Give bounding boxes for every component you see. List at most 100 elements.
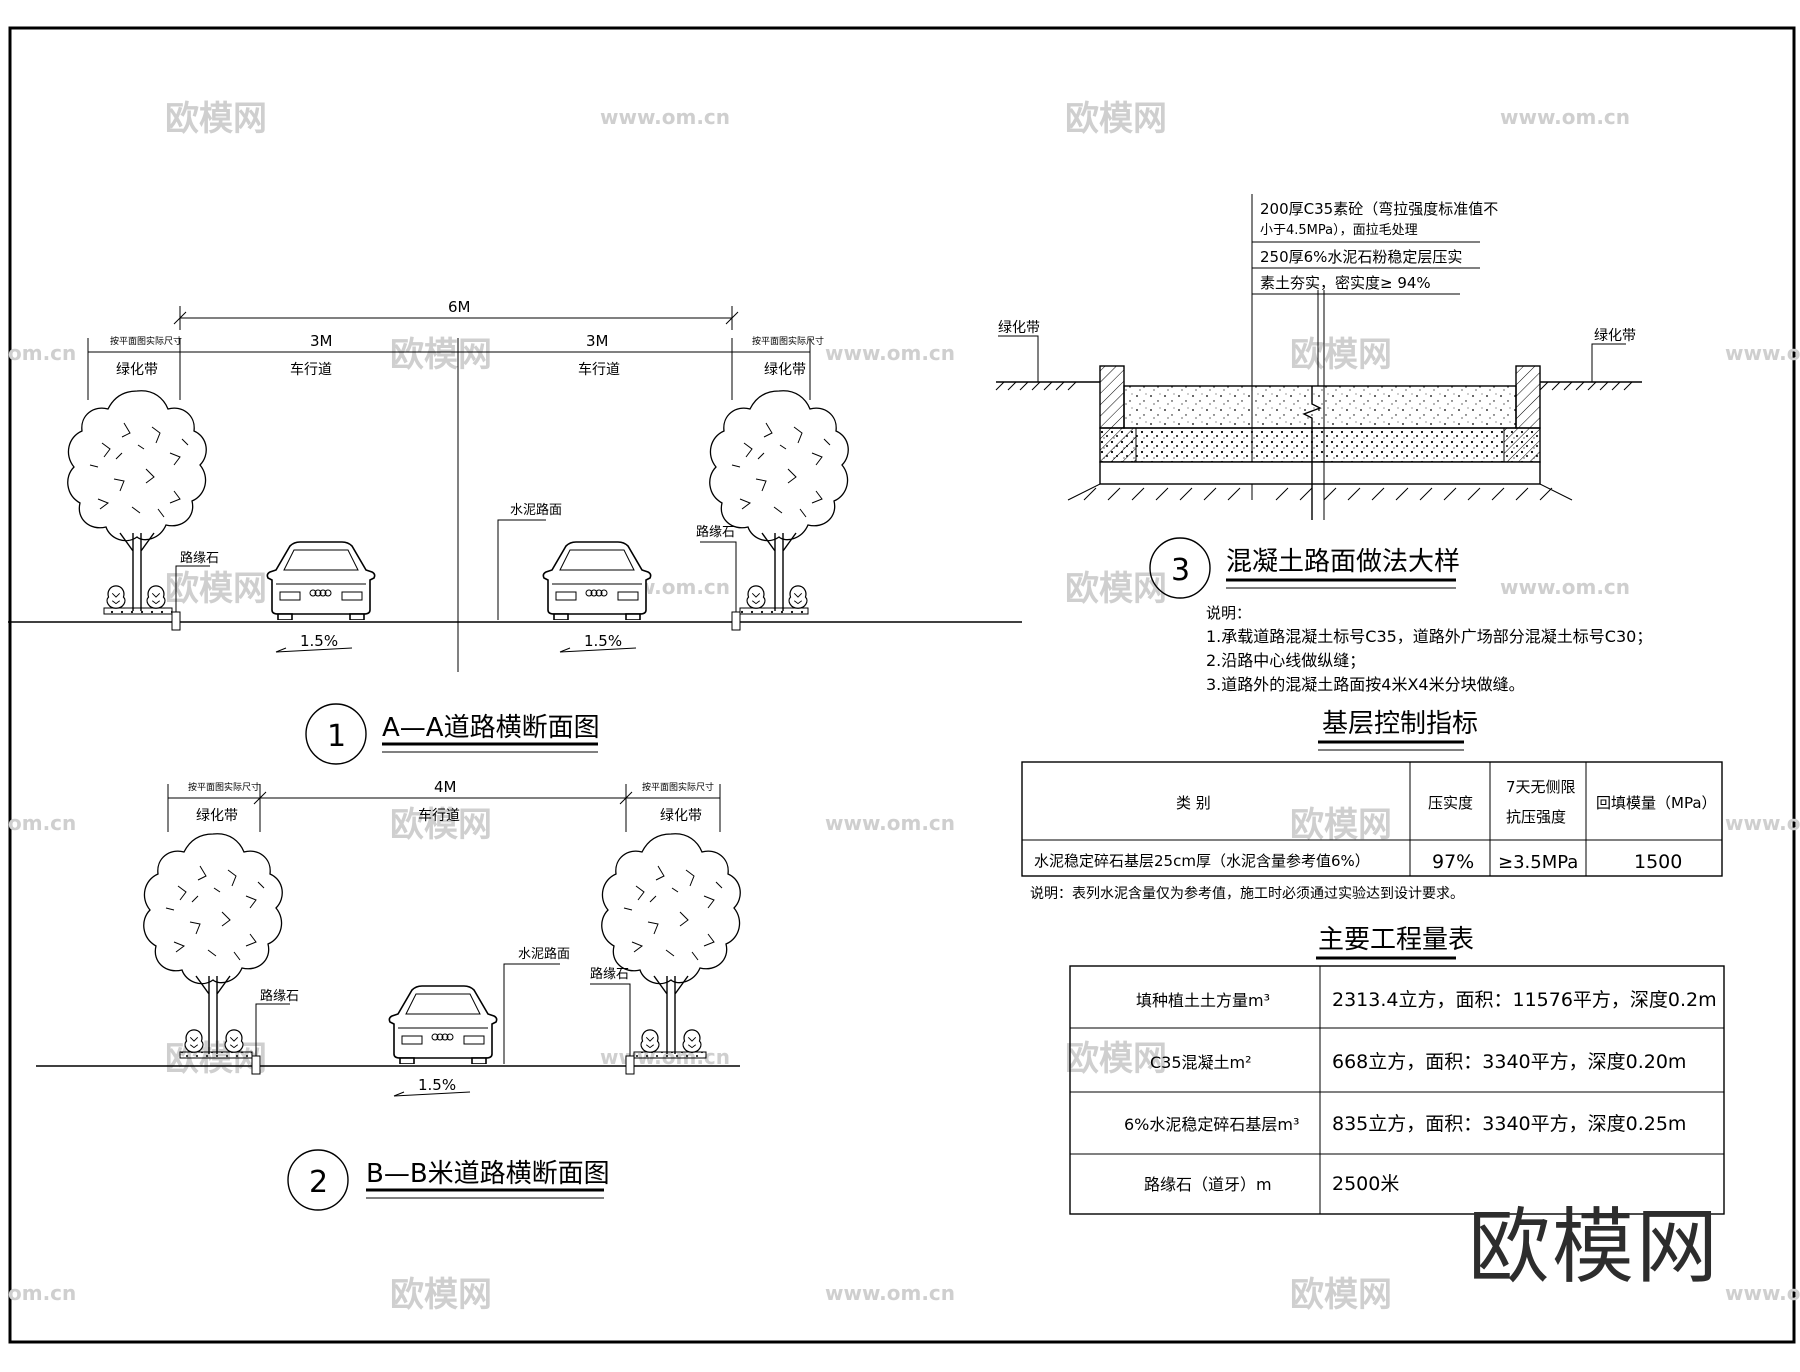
s3-concrete-layer [1123, 385, 1517, 429]
s2-curb-label-left: 路缘石 [260, 988, 299, 1004]
watermark-url: www.om.cn [1500, 105, 1630, 129]
s2-pavement-label: 水泥路面 [518, 946, 570, 962]
watermark-brand: 欧模网 [390, 805, 492, 845]
note-item-2: 2.沿路中心线做纵缝； [1206, 651, 1365, 670]
base-table-cell-modulus: 1500 [1634, 851, 1682, 873]
s1-measure-note-right: 按平面图实际尺寸 [752, 335, 824, 347]
s1-lane-width-left: 3M [310, 332, 333, 350]
note-item-3: 3.道路外的混凝土路面按4米X4米分块做缝。 [1206, 675, 1525, 694]
base-table-header-modulus: 回填模量（MPa） [1596, 794, 1717, 812]
s3-layer-1a: 200厚C35素砼（弯拉强度标准值不 [1260, 200, 1498, 218]
watermark-url: www.om.cn [600, 105, 730, 129]
s3-curb-right [1515, 365, 1541, 429]
s2-lane-label: 车行道 [418, 807, 460, 824]
s2-shrub-right-1 [640, 1029, 660, 1053]
s2-number-circle [287, 1149, 349, 1211]
base-table-cell-strength: ≥3.5MPa [1498, 852, 1578, 873]
watermark-url: www.om.cn [1725, 811, 1800, 835]
s3-curb-left [1099, 365, 1125, 429]
quantity-value-3: 835立方，面积：3340平方，深度0.25m [1332, 1113, 1686, 1135]
section-1-cross-section: 6M 3M 3M 按平面图实际尺寸 按平面图实际尺寸 绿化带 绿化带 车行道 车… [8, 298, 1022, 765]
watermark-url: www.om.cn [1500, 575, 1630, 599]
s2-total-width: 4M [434, 778, 457, 796]
watermark-tld: om.cn [8, 341, 76, 365]
s1-shrub-right-2 [788, 585, 808, 609]
s2-measure-note-left: 按平面图实际尺寸 [188, 781, 260, 793]
base-control-table: 基层控制指标 类 别 压实度 7天无侧限 抗压强度 回填模量（MPa） 水泥稳定… [1021, 709, 1723, 902]
s3-layer-1b: 小于4.5MPa），面拉毛处理 [1260, 223, 1418, 238]
watermark-brand: 欧模网 [1065, 99, 1167, 139]
watermark-url: www.om.cn [825, 811, 955, 835]
s2-shrub-left-2 [224, 1029, 244, 1053]
s1-shrub-left-1 [106, 585, 126, 609]
s2-tree-left [143, 833, 283, 1055]
watermark-layer: 欧模网 www.om.cn 欧模网 www.om.cn om.cn 欧模网 ww… [8, 99, 1800, 1315]
s1-tree-right [709, 390, 849, 612]
watermark-logo: 欧模网 [1468, 1200, 1721, 1295]
notes-heading: 说明： [1206, 604, 1251, 622]
quantity-item-2: C35混凝土m² [1150, 1053, 1252, 1072]
s2-green-belt-right: 绿化带 [660, 808, 702, 824]
s3-green-right: 绿化带 [1594, 328, 1636, 344]
quantity-value-1: 2313.4立方，面积：11576平方，深度0.2m [1332, 989, 1717, 1011]
quantity-item-1: 填种植土土方量m³ [1136, 991, 1270, 1010]
watermark-brand: 欧模网 [1065, 569, 1167, 609]
s1-title: A—A道路横断面图 [382, 713, 600, 743]
watermark-url: www.om.cn [1725, 341, 1800, 365]
s3-number-circle [1149, 537, 1211, 599]
s2-tree-right [601, 833, 741, 1055]
s2-shrub-left-1 [184, 1029, 204, 1053]
quantity-item-3: 6%水泥稳定碎石基层m³ [1124, 1115, 1299, 1134]
s3-number: 3 [1171, 553, 1190, 588]
s2-shrub-right-2 [682, 1029, 702, 1053]
s3-base-layer [1099, 427, 1541, 463]
sheet-border [8, 26, 1796, 1344]
watermark-brand: 欧模网 [1290, 805, 1392, 845]
watermark-brand: 欧模网 [165, 99, 267, 139]
s2-car [388, 985, 498, 1064]
s3-title: 混凝土路面做法大样 [1226, 547, 1460, 577]
watermark-brand: 欧模网 [1290, 1275, 1392, 1315]
s1-pavement-label: 水泥路面 [510, 502, 562, 518]
watermark-tld: om.cn [8, 1281, 76, 1305]
s1-car-right [542, 541, 652, 620]
s1-number-circle [305, 703, 367, 765]
s2-title: B—B米道路横断面图 [366, 1159, 610, 1189]
s3-subgrade-layer [1099, 461, 1541, 485]
s1-number: 1 [327, 719, 346, 754]
quantity-table-title: 主要工程量表 [1318, 925, 1474, 955]
s2-green-belt-left: 绿化带 [196, 808, 238, 824]
watermark-url: www.om.cn [825, 1281, 955, 1305]
section-3-pavement-detail: 200厚C35素砼（弯拉强度标准值不 小于4.5MPa），面拉毛处理 250厚6… [995, 194, 1642, 599]
s1-slope-left: 1.5% [300, 632, 338, 650]
watermark-brand: 欧模网 [390, 335, 492, 375]
s3-green-left: 绿化带 [998, 320, 1040, 336]
s1-curb-label-left: 路缘石 [180, 550, 219, 566]
watermark-brand: 欧模网 [1290, 335, 1392, 375]
s1-green-belt-left: 绿化带 [116, 362, 158, 378]
base-table-cell-compaction: 97% [1432, 851, 1474, 873]
quantity-item-4: 路缘石（道牙）m [1144, 1175, 1272, 1194]
s3-layer-2: 250厚6%水泥石粉稳定层压实 [1260, 248, 1462, 266]
watermark-brand: 欧模网 [165, 569, 267, 609]
s3-layer-3: 素土夯实，密实度≥ 94% [1260, 274, 1431, 292]
quantity-value-4: 2500米 [1332, 1173, 1399, 1195]
base-table-header-strength-1: 7天无侧限 [1506, 778, 1576, 796]
watermark-brand: 欧模网 [1065, 1039, 1167, 1079]
watermark-tld: om.cn [8, 811, 76, 835]
base-table-cell-category: 水泥稳定碎石基层25cm厚（水泥含量参考值6%） [1034, 852, 1370, 870]
base-table-note: 说明：表列水泥含量仅为参考值，施工时必须通过实验达到设计要求。 [1030, 885, 1464, 902]
s1-green-belt-right: 绿化带 [764, 362, 806, 378]
s1-lane-label-right: 车行道 [578, 361, 620, 378]
watermark-url: www.om.cn [1725, 1281, 1800, 1305]
s2-curb-right [625, 1055, 635, 1075]
s1-slope-right: 1.5% [584, 632, 622, 650]
base-table-title: 基层控制指标 [1322, 709, 1478, 739]
s1-car-left [266, 541, 376, 620]
section-2-cross-section: 4M 按平面图实际尺寸 按平面图实际尺寸 绿化带 绿化带 车行道 路缘石 水泥路… [36, 778, 741, 1211]
s1-curb-label-right: 路缘石 [696, 524, 735, 540]
s1-lane-width-right: 3M [586, 332, 609, 350]
s2-slope: 1.5% [418, 1076, 456, 1094]
base-table-header-category: 类 别 [1176, 794, 1211, 812]
